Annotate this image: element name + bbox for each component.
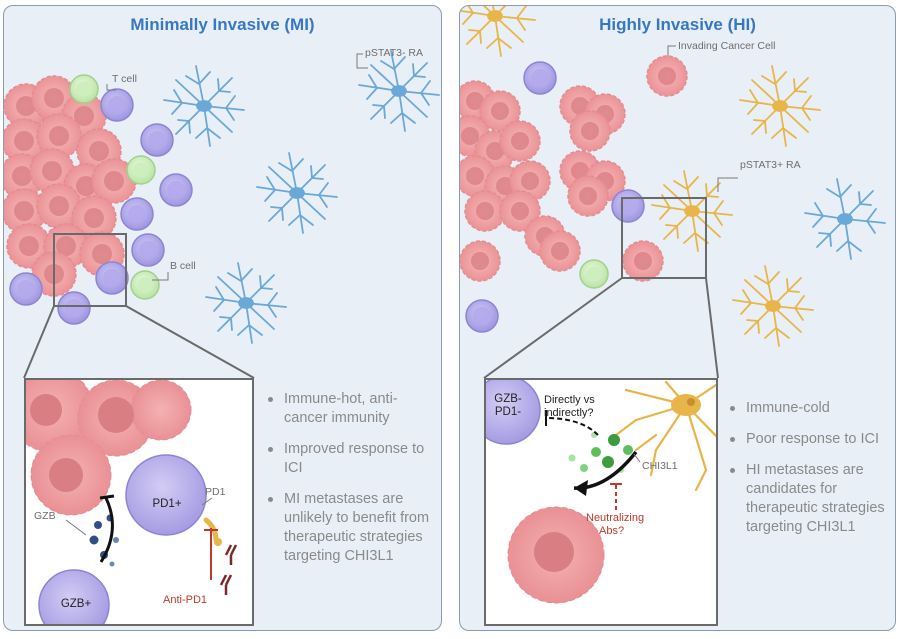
pd1-positive-cell-label: PD1+ [152, 498, 182, 510]
hi-panel-title: Highly Invasive (HI) [599, 15, 756, 34]
t-cell [100, 88, 134, 122]
t-cell [611, 189, 645, 223]
question-label-1: Directly vs [544, 394, 595, 406]
ra-positive [651, 170, 733, 252]
mi-bullet-list: Immune-hot, anti-cancer immunity Improve… [266, 390, 436, 578]
t-cell [57, 291, 91, 325]
t-cell-label: T cell [112, 73, 137, 85]
b-cell [579, 259, 609, 289]
gzb-positive-cell-label: GZB+ [60, 598, 92, 610]
invading-cancer-cell [646, 55, 688, 97]
ra-negative [163, 65, 245, 147]
neutralizing-abs-label-2: Abs? [599, 525, 625, 537]
t-cell [120, 197, 154, 231]
hi-panel: Highly Invasive (HI) [459, 5, 896, 631]
t-cell [523, 61, 557, 95]
b-cell-label: B cell [170, 260, 196, 272]
neutralizing-abs-label-1: Neutralizing [586, 512, 645, 524]
question-label-2: indirectly? [544, 407, 594, 419]
mi-panel-title: Minimally Invasive (MI) [130, 15, 315, 34]
gzb-negative-cell-label-2: PD1- [494, 406, 522, 418]
mi-scene [4, 50, 440, 379]
cancer-cell [622, 240, 664, 282]
hi-bullet: HI metastases are candidates for therape… [728, 461, 890, 537]
gzb-negative-cell-label-1: GZB- [494, 393, 522, 405]
mi-inset: PD1+ PD1 GZB GZB+ Anti-PD1 [24, 378, 254, 626]
ra-negative-label: pSTAT3- RA [365, 47, 423, 59]
t-cell [131, 233, 165, 267]
hi-bullet: Poor response to ICI [728, 430, 890, 449]
hi-bullet-list: Immune-cold Poor response to ICI HI meta… [728, 399, 890, 549]
t-cell [465, 299, 499, 333]
ra-negative [256, 152, 338, 234]
zoom-box [621, 197, 707, 279]
anti-pd1-label: Anti-PD1 [163, 594, 208, 606]
ra-positive-label: pSTAT3+ RA [740, 159, 801, 171]
ra-positive [739, 65, 821, 147]
invading-cancer-cell-label: Invading Cancer Cell [678, 40, 776, 52]
ra-negative [205, 262, 287, 344]
t-cell [140, 123, 174, 157]
mi-bullet: Immune-hot, anti-cancer immunity [266, 390, 436, 428]
b-cell [69, 74, 99, 104]
hi-scene [460, 6, 886, 379]
gzb-label: GZB [34, 510, 56, 522]
b-cell [126, 155, 156, 185]
chi3l1-label: CHI3L1 [642, 460, 678, 472]
t-cell [159, 173, 193, 207]
mi-bullet: Improved response to ICI [266, 440, 436, 478]
zoom-box [53, 233, 127, 307]
ra-positive [732, 265, 814, 347]
mi-bullet: MI metastases are unlikely to benefit fr… [266, 490, 436, 566]
t-cell [95, 261, 129, 295]
t-cell [9, 272, 43, 306]
pd1-label: PD1 [205, 486, 226, 498]
hi-bullet: Immune-cold [728, 399, 890, 418]
mi-panel: Minimally Invasive (MI) [3, 5, 442, 631]
hi-inset: GZB- PD1- Directly vs indirectly? CHI3L1… [484, 378, 718, 626]
ra-negative [358, 50, 440, 132]
ra-negative [804, 178, 886, 260]
b-cell [130, 270, 160, 300]
cancer-cluster [460, 80, 626, 282]
ra-positive [460, 6, 536, 57]
